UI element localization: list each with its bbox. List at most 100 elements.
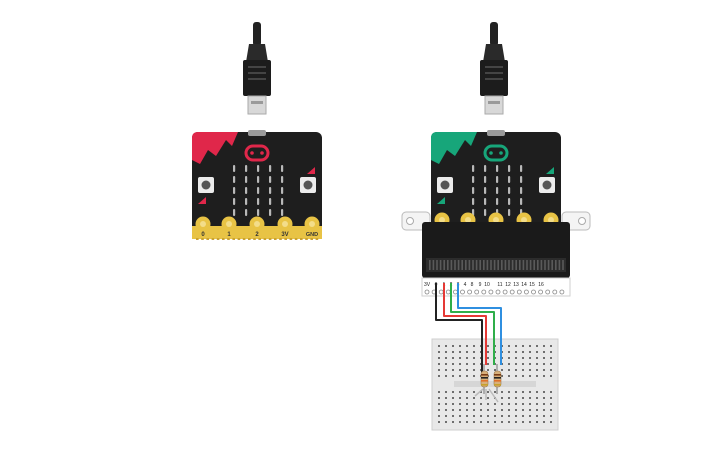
edge-tooth xyxy=(284,238,287,240)
left-microbit: 0 1 2 3V GND xyxy=(192,130,322,240)
breadboard-hole xyxy=(550,397,552,399)
led xyxy=(245,165,248,172)
led xyxy=(257,187,260,194)
led xyxy=(484,176,487,183)
edge-tooth xyxy=(227,238,230,240)
connector-slot xyxy=(504,260,507,270)
breadboard-hole xyxy=(445,363,447,365)
breadboard-hole xyxy=(487,345,489,347)
breadboard-hole xyxy=(529,357,531,359)
breadboard-hole xyxy=(522,409,524,411)
breadboard-hole xyxy=(473,421,475,423)
led xyxy=(245,176,248,183)
left-button-b[interactable] xyxy=(300,177,316,193)
breadboard-hole xyxy=(529,415,531,417)
left-button-a[interactable] xyxy=(198,177,214,193)
connector-slot xyxy=(483,260,485,270)
connector-slot xyxy=(551,260,553,270)
wire-green xyxy=(450,283,495,365)
connector-slot xyxy=(486,260,489,270)
breadboard-hole xyxy=(543,351,545,353)
breadboard-hole xyxy=(466,369,468,371)
breadboard-hole xyxy=(494,409,496,411)
breadboard-hole xyxy=(459,415,461,417)
breadboard-hole xyxy=(508,351,510,353)
breadboard-hole xyxy=(536,409,538,411)
wire-red xyxy=(443,283,487,365)
connector-label: 8 xyxy=(471,282,474,288)
led xyxy=(233,198,236,205)
breadboard-hole xyxy=(550,369,552,371)
breadboard-hole xyxy=(452,421,454,423)
breadboard-hole xyxy=(452,375,454,377)
left-pin-label-0: 0 xyxy=(201,232,205,238)
left-pin-label-2: 2 xyxy=(255,232,259,238)
edge-pad-hole xyxy=(439,217,445,223)
led xyxy=(508,209,511,216)
breadboard-hole xyxy=(550,409,552,411)
breadboard-hole xyxy=(487,351,489,353)
right-button-a[interactable] xyxy=(437,177,453,193)
left-board-body xyxy=(192,132,322,239)
breadboard-hole xyxy=(466,409,468,411)
breadboard-hole xyxy=(438,357,440,359)
edge-tooth xyxy=(222,238,225,240)
edge-pad-hole xyxy=(254,221,260,227)
connector-slot xyxy=(439,260,442,270)
breadboard-hole xyxy=(550,351,552,353)
breadboard-hole xyxy=(466,415,468,417)
breadboard-hole xyxy=(438,397,440,399)
breadboard-hole xyxy=(438,369,440,371)
edge-pad-hole xyxy=(493,217,499,223)
breadboard-hole xyxy=(438,421,440,423)
breadboard-hole xyxy=(473,415,475,417)
right-button-b[interactable] xyxy=(539,177,555,193)
breadboard-hole xyxy=(466,363,468,365)
connector-hole xyxy=(467,289,473,295)
breadboard-hole xyxy=(508,369,510,371)
breadboard-hole xyxy=(522,363,524,365)
edge-pad-hole xyxy=(465,217,471,223)
breadboard-hole xyxy=(438,409,440,411)
breadboard-hole xyxy=(473,369,475,371)
breadboard-hole xyxy=(501,403,503,405)
left-pin-label-gnd: GND xyxy=(306,232,318,238)
edge-tooth xyxy=(258,238,261,240)
edge-tooth xyxy=(232,238,235,240)
breadboard-hole xyxy=(487,369,489,371)
breadboard-hole xyxy=(515,391,517,393)
connector-slot xyxy=(515,260,517,270)
connector-hole xyxy=(445,289,451,295)
breadboard-hole xyxy=(536,351,538,353)
right-led-matrix xyxy=(472,165,523,216)
breadboard-hole xyxy=(529,363,531,365)
breadboard-hole xyxy=(494,403,496,405)
breadboard-hole xyxy=(466,403,468,405)
breadboard-hole xyxy=(445,409,447,411)
led xyxy=(496,187,499,194)
edge-tooth xyxy=(305,238,308,240)
breadboard-hole xyxy=(550,357,552,359)
breadboard-hole xyxy=(459,421,461,423)
breadboard-hole xyxy=(522,351,524,353)
connector-slot xyxy=(457,260,460,270)
connector-slot xyxy=(558,260,561,270)
breadboard-hole xyxy=(529,421,531,423)
connector-slot xyxy=(555,260,557,270)
connector-slot xyxy=(529,260,532,270)
edge-tooth xyxy=(248,238,251,240)
edge-tooth xyxy=(206,238,209,240)
connector-label: 9 xyxy=(479,282,482,288)
edge-tooth xyxy=(201,238,204,240)
breadboard-hole xyxy=(452,397,454,399)
breadboard-hole xyxy=(438,415,440,417)
edge-pad-hole xyxy=(226,221,232,227)
breadboard-hole xyxy=(508,357,510,359)
connector-slot xyxy=(454,260,456,270)
led xyxy=(257,209,260,216)
wire-black xyxy=(435,283,483,377)
breadboard-hole xyxy=(501,409,503,411)
breadboard-hole xyxy=(445,421,447,423)
led xyxy=(472,198,475,205)
edge-tooth xyxy=(263,238,267,240)
